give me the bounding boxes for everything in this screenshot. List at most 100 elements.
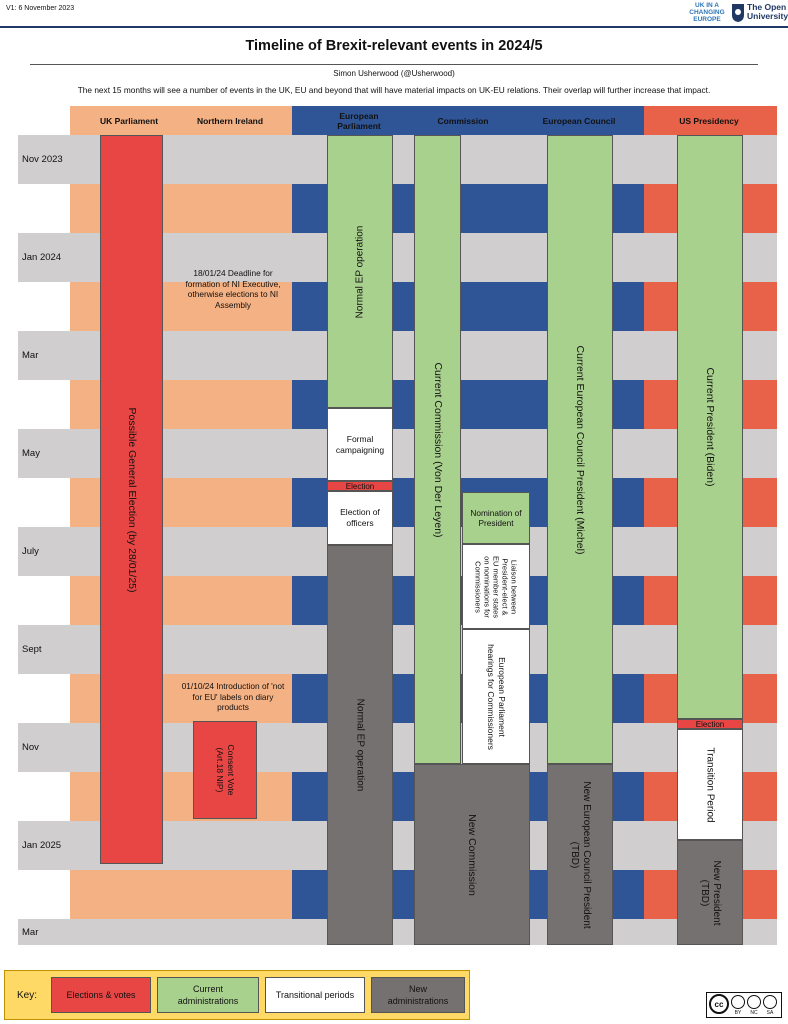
liaison-line-1: Liaison between	[509, 559, 519, 614]
current-commission-bar[interactable]: Current Commission (Von Der Leyen)	[414, 135, 461, 764]
ukic-logo-line-2: CHANGING	[689, 9, 725, 16]
header-rule	[0, 26, 788, 28]
month-label	[22, 478, 82, 527]
cc-icon: cc	[709, 994, 729, 1014]
month-label: Nov	[22, 742, 39, 753]
new-ec-president-tbd: (TBD)	[569, 841, 580, 868]
month-label: May	[22, 448, 40, 459]
month-label	[22, 772, 82, 821]
key-elections-votes: Elections & votes	[51, 977, 151, 1013]
month-row-band	[18, 184, 70, 233]
cc-sa-label: SA	[766, 1010, 774, 1016]
new-us-president-label: New President	[711, 859, 722, 926]
hearings-line-1: European Parliament	[497, 656, 507, 737]
commission-hearings-box[interactable]: European Parliament hearings for Commiss…	[462, 629, 530, 764]
header-band-eu	[292, 106, 644, 135]
ep-normal-operation-label: Normal EP operation	[354, 225, 366, 318]
current-us-president-label: Current President (Biden)	[704, 367, 716, 487]
current-commission-label: Current Commission (Von Der Leyen)	[431, 361, 444, 538]
ep-election-box[interactable]: Election	[327, 481, 393, 491]
current-ec-president-bar[interactable]: Current European Council President (Mich…	[547, 135, 613, 764]
cc-by-icon	[731, 995, 745, 1009]
month-row-band	[18, 282, 70, 331]
consent-vote-article: (Art.18 NIP)	[215, 747, 225, 793]
new-ec-president-bar[interactable]: New European Council President (TBD)	[547, 764, 613, 945]
cc-by-label: BY	[734, 1010, 742, 1016]
us-transition-period-box[interactable]: Transition Period	[677, 729, 743, 840]
ep-election-of-officers-box[interactable]: Election of officers	[327, 491, 393, 545]
month-row-band	[18, 478, 70, 527]
title-rule	[30, 64, 758, 65]
month-label	[22, 282, 82, 331]
month-label: Jan 2024	[22, 252, 62, 263]
key-transitional-periods: Transitional periods	[265, 977, 365, 1013]
month-row-band	[18, 576, 70, 625]
cc-sa-icon	[763, 995, 777, 1009]
us-election-box[interactable]: Election	[677, 719, 743, 729]
ni-eu-labels-note: 01/10/24 Introduction of 'not for EU' la…	[181, 681, 285, 713]
ni-consent-vote-box[interactable]: Consent Vote (Art.18 NIP)	[193, 721, 257, 819]
ukic-logo-line-1: UK IN A	[695, 2, 719, 9]
commission-nomination-box[interactable]: Nomination of President	[462, 492, 530, 544]
intro-text: The next 15 months will see a number of …	[77, 85, 711, 95]
column-header-us-presidency: US Presidency	[679, 115, 739, 126]
ep-new-term-operation-bar[interactable]: Normal EP operation	[327, 545, 393, 945]
column-header-commission: Commission	[437, 115, 489, 126]
ou-logo-line-1: The Open	[747, 2, 787, 12]
column-header-european-council: European Council	[542, 115, 616, 126]
liaison-line-3: EU member states	[491, 555, 501, 618]
uk-general-election-label: Possible General Election (by 28/01/25)	[125, 406, 138, 593]
month-label: Nov 2023	[22, 154, 63, 165]
ou-logo-line-2: University	[747, 11, 788, 21]
current-us-president-bar[interactable]: Current President (Biden)	[677, 135, 743, 719]
liaison-line-4: on nominations for	[482, 555, 492, 618]
hearings-line-2: hearings for Commissioners	[486, 643, 496, 750]
month-label	[22, 184, 82, 233]
month-row-band	[18, 674, 70, 723]
open-university-logo[interactable]: The Open University	[731, 2, 788, 24]
cc-nc-label: NC	[750, 1010, 758, 1016]
new-commission-bar[interactable]: New Commission	[414, 764, 530, 945]
month-label	[22, 870, 82, 919]
key-new-administrations: New administrations	[371, 977, 465, 1013]
author: Simon Usherwood (@Usherwood)	[333, 68, 455, 78]
column-header-northern-ireland: Northern Ireland	[196, 115, 264, 126]
month-row-band	[18, 772, 70, 821]
new-us-president-tbd: (TBD)	[699, 879, 710, 906]
cc-license-badge[interactable]: cc BY NC SA	[706, 992, 782, 1018]
month-label: Sept	[22, 644, 42, 655]
month-row-band	[70, 870, 292, 919]
version-label: V1: 6 November 2023	[6, 5, 75, 12]
month-label: Jan 2025	[22, 840, 62, 851]
key-current-administrations: Current administrations	[157, 977, 259, 1013]
month-row-band	[18, 380, 70, 429]
new-commission-label: New Commission	[466, 813, 478, 896]
us-transition-period-label: Transition Period	[704, 746, 716, 823]
key-label: Key:	[16, 989, 37, 1001]
consent-vote-label: Consent Vote	[226, 744, 236, 796]
ukic-logo-line-3: EUROPE	[693, 16, 721, 23]
header-band-uk	[70, 106, 292, 135]
ep-formal-campaigning-box[interactable]: Formal campaigning	[327, 408, 393, 481]
month-label	[22, 674, 82, 723]
new-us-president-bar[interactable]: New President (TBD)	[677, 840, 743, 945]
header-band-us	[644, 106, 777, 135]
ep-new-term-operation-label: Normal EP operation	[354, 698, 366, 792]
current-ec-president-label: Current European Council President (Mich…	[574, 345, 586, 554]
column-header-uk-parliament: UK Parliament	[99, 115, 159, 126]
month-label: Mar	[22, 350, 39, 361]
open-university-shield-icon	[732, 4, 744, 22]
commission-liaison-box[interactable]: Liaison between President-elect & EU mem…	[462, 544, 530, 629]
ukic-logo[interactable]: UK IN A CHANGING EUROPE	[686, 2, 728, 24]
page-title: Timeline of Brexit-relevant events in 20…	[245, 38, 543, 54]
ep-normal-operation-bar[interactable]: Normal EP operation	[327, 135, 393, 408]
month-row-band	[18, 870, 70, 919]
cc-nc-icon	[747, 995, 761, 1009]
uk-general-election-bar[interactable]: Possible General Election (by 28/01/25)	[100, 135, 163, 864]
column-header-european-parliament: European Parliament	[337, 110, 381, 131]
key-panel: Key: Elections & votes Current administr…	[4, 970, 470, 1020]
month-label	[22, 576, 82, 625]
month-label: July	[22, 546, 39, 557]
liaison-line-2: President-elect &	[500, 557, 510, 616]
ni-executive-deadline-note: 18/01/24 Deadline for formation of NI Ex…	[185, 268, 281, 310]
